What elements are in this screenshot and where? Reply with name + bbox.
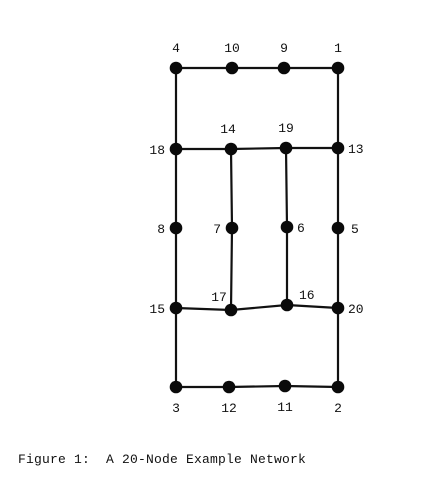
network-node-labels: 4 10 9 1 18 14 19 13 8 7 6 5 15 17 16 20 3 12 11 2 bbox=[149, 41, 363, 416]
node-7 bbox=[225, 221, 239, 235]
node-9 bbox=[277, 61, 291, 75]
node-label-11: 11 bbox=[277, 400, 293, 415]
node-19 bbox=[279, 141, 293, 155]
node-20 bbox=[331, 301, 345, 315]
node-6 bbox=[280, 220, 294, 234]
node-1 bbox=[331, 61, 345, 75]
node-label-20: 20 bbox=[348, 302, 364, 317]
node-label-16: 16 bbox=[299, 288, 315, 303]
node-12 bbox=[222, 380, 236, 394]
edge-16-20 bbox=[285, 303, 340, 310]
node-label-6: 6 bbox=[297, 221, 305, 236]
edge-15-17 bbox=[174, 306, 233, 312]
node-label-5: 5 bbox=[351, 222, 359, 237]
node-label-8: 8 bbox=[157, 222, 165, 237]
node-2 bbox=[331, 380, 345, 394]
node-label-18: 18 bbox=[149, 143, 165, 158]
node-label-12: 12 bbox=[221, 401, 237, 416]
node-label-2: 2 bbox=[334, 401, 342, 416]
node-label-9: 9 bbox=[280, 41, 288, 56]
figure-caption: Figure 1: A 20-Node Example Network bbox=[18, 452, 307, 467]
node-label-15: 15 bbox=[149, 302, 165, 317]
node-10 bbox=[225, 61, 239, 75]
node-label-10: 10 bbox=[224, 41, 240, 56]
node-13 bbox=[331, 141, 345, 155]
node-16 bbox=[280, 298, 294, 312]
network-edges bbox=[174, 66, 340, 389]
node-8 bbox=[169, 221, 183, 235]
node-label-13: 13 bbox=[348, 142, 364, 157]
node-5 bbox=[331, 221, 345, 235]
network-nodes bbox=[169, 61, 345, 394]
node-label-7: 7 bbox=[213, 222, 221, 237]
edge-17-16 bbox=[229, 303, 289, 312]
edge-19-6 bbox=[284, 146, 289, 229]
node-15 bbox=[169, 301, 183, 315]
node-14 bbox=[224, 142, 238, 156]
node-label-17: 17 bbox=[211, 290, 227, 305]
node-label-19: 19 bbox=[278, 121, 294, 136]
node-label-4: 4 bbox=[172, 41, 180, 56]
node-3 bbox=[169, 380, 183, 394]
edge-7-17 bbox=[229, 226, 234, 312]
node-18 bbox=[169, 142, 183, 156]
node-label-1: 1 bbox=[334, 41, 342, 56]
edge-12-11 bbox=[227, 384, 287, 389]
node-label-14: 14 bbox=[220, 122, 236, 137]
node-17 bbox=[224, 303, 238, 317]
node-label-3: 3 bbox=[172, 401, 180, 416]
edge-14-19 bbox=[229, 146, 288, 151]
node-4 bbox=[169, 61, 183, 75]
edge-11-2 bbox=[283, 384, 340, 389]
edge-14-7 bbox=[229, 147, 234, 230]
node-11 bbox=[278, 379, 292, 393]
